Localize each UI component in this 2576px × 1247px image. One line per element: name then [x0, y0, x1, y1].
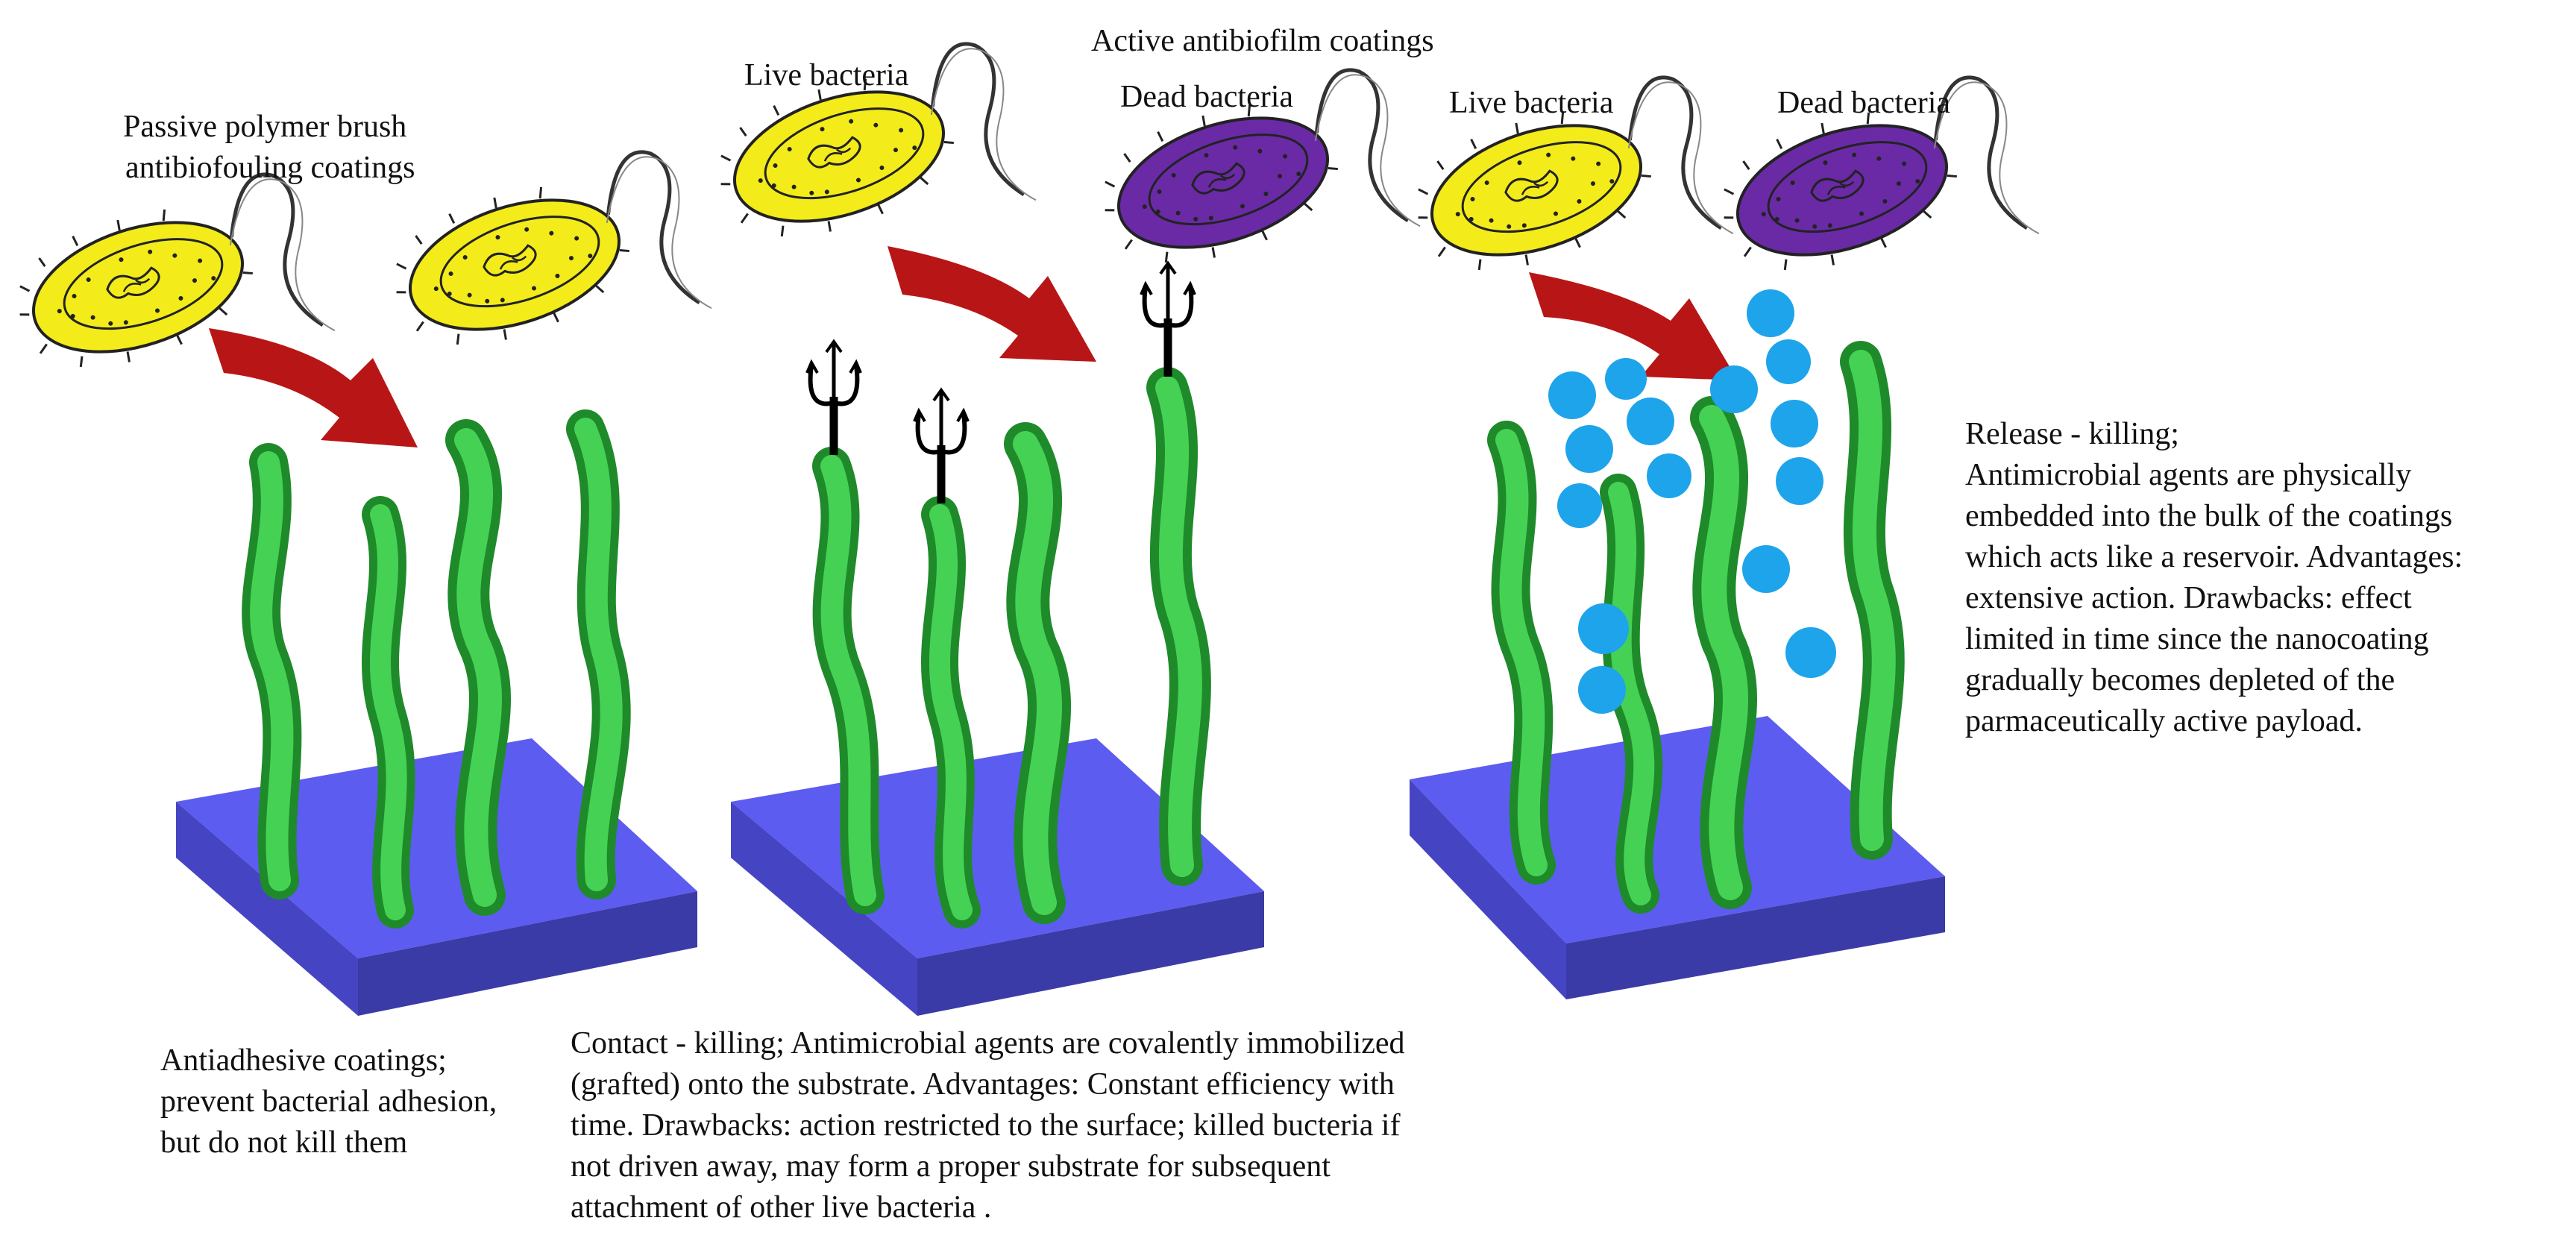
caption-release-killing: Release - killing; Antimicrobial agents …	[1965, 414, 2463, 742]
polymer-chain	[1155, 376, 1202, 877]
polymer-chain	[820, 455, 876, 906]
dead-bacteria-label-contact: Dead bacteria	[1120, 80, 1294, 114]
polymer-chains-passive	[242, 409, 631, 929]
polymer-chain	[454, 428, 503, 907]
arrow-contact	[888, 246, 1096, 362]
passive-title-line2: antibiofouling coatings	[125, 151, 415, 185]
caption-line: Contact - killing; Antimicrobial agents …	[571, 1026, 1405, 1061]
antimicrobial-particle	[1578, 666, 1626, 714]
caption-line: attachment of other live bacteria .	[571, 1190, 992, 1225]
antimicrobial-particle	[1776, 457, 1823, 505]
caption-line: embedded into the bulk of the coatings	[1965, 499, 2453, 533]
caption-line: (grafted) onto the substrate. Advantages…	[571, 1067, 1395, 1102]
caption-line: Antimicrobial agents are physically	[1965, 458, 2412, 492]
polymer-chain	[929, 504, 973, 920]
antimicrobial-particle	[1785, 627, 1836, 678]
caption-line: limited in time since the nanocoating	[1965, 622, 2429, 656]
caption-antiadhesive: Antiadhesive coatings; prevent bacterial…	[160, 1040, 497, 1163]
polymer-chain	[370, 504, 407, 920]
polymer-chain	[1013, 431, 1063, 915]
caption-line: Release - killing;	[1965, 417, 2179, 451]
caption-line: not driven away, may form a proper subst…	[571, 1149, 1331, 1184]
live-bacteria-label-release: Live bacteria	[1449, 86, 1614, 120]
substrate-passive	[176, 738, 697, 1016]
polymer-chain	[1849, 350, 1896, 851]
antimicrobial-particle	[1557, 483, 1602, 528]
antimicrobial-anchor-icon	[914, 390, 968, 503]
caption-line: parmaceutically active payload.	[1965, 704, 2363, 738]
polymer-chains-contact	[812, 367, 1211, 929]
antimicrobial-particle	[1771, 400, 1818, 447]
antimicrobial-particle	[1578, 603, 1629, 654]
caption-line: prevent bacterial adhesion,	[160, 1084, 497, 1119]
polymer-chain	[1608, 482, 1655, 905]
arrow-passive	[209, 328, 418, 447]
antimicrobial-anchor-icon	[1141, 263, 1195, 377]
antimicrobial-particle	[1747, 289, 1794, 337]
caption-line: extensive action. Drawbacks: effect	[1965, 581, 2412, 615]
polymer-chains-release	[1487, 341, 1905, 914]
antimicrobial-particles	[1548, 289, 1836, 714]
antimicrobial-anchor-icon	[807, 342, 861, 455]
polymer-chain	[1495, 429, 1548, 876]
caption-line: which acts like a reservoir. Advantages:	[1965, 540, 2463, 574]
antimicrobial-particle	[1605, 358, 1647, 400]
passive-title-line1: Passive polymer brush	[123, 110, 407, 144]
antimicrobial-particle	[1742, 545, 1790, 593]
caption-contact-killing: Contact - killing; Antimicrobial agents …	[571, 1023, 1405, 1228]
antimicrobial-particle	[1647, 453, 1691, 498]
antimicrobial-particle	[1766, 339, 1811, 384]
antimicrobial-particle	[1710, 365, 1758, 413]
caption-line: gradually becomes depleted of the	[1965, 663, 2396, 697]
caption-line: Antiadhesive coatings;	[160, 1043, 447, 1078]
caption-line: but do not kill them	[160, 1125, 408, 1160]
active-coatings-title: Active antibiofilm coatings	[1091, 24, 1434, 58]
live-bacteria-label-contact: Live bacteria	[744, 58, 909, 92]
arrow-release	[1529, 272, 1738, 380]
caption-line: time. Drawbacks: action restricted to th…	[571, 1108, 1401, 1143]
live-bacterium-icon	[378, 142, 717, 399]
antimicrobial-particle	[1548, 371, 1596, 419]
polymer-chain	[250, 451, 294, 891]
antimicrobial-particle	[1565, 425, 1613, 473]
dead-bacteria-label-release: Dead bacteria	[1777, 86, 1951, 120]
polymer-chain	[574, 418, 623, 891]
antimicrobial-particle	[1627, 398, 1674, 445]
polymer-chain	[1699, 405, 1749, 900]
